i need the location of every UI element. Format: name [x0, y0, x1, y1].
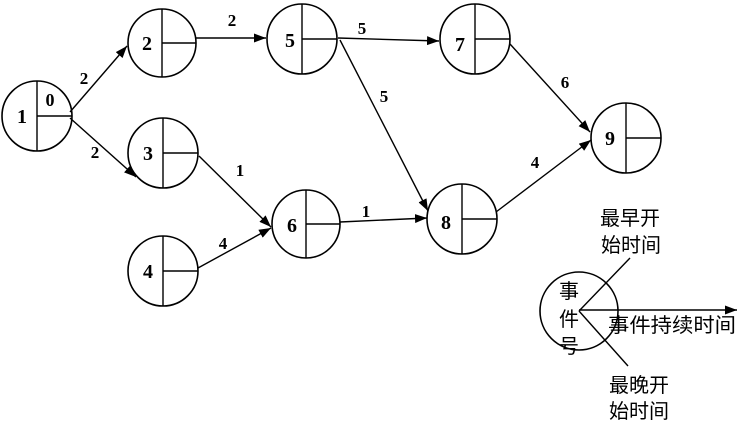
node-3: 3 [127, 117, 199, 189]
edge-arrow [509, 43, 591, 133]
nodes-layer: 1 0 2 3 4 5 [1, 3, 662, 307]
node-id: 6 [287, 215, 297, 237]
edge-arrow [339, 214, 428, 224]
node-5: 5 [266, 3, 338, 75]
node-1: 1 0 [1, 80, 73, 152]
legend-latest-start-line: 始时间 [609, 399, 669, 423]
edge-8-to-9: 4 [495, 139, 592, 213]
edges-layer: 2 2 2 1 4 5 5 1 6 4 [69, 11, 592, 269]
legend-duration-label: 事件持续时间 [608, 313, 736, 337]
edge-3-to-6: 1 [198, 155, 272, 228]
legend: 事 件 号 最早开 始时间 事件持续时间 最晚开 始时间 [539, 206, 737, 423]
node-id: 8 [441, 212, 451, 234]
edge-arrow [337, 36, 440, 46]
edge-arrow [495, 139, 592, 213]
edge-7-to-9: 6 [509, 43, 591, 133]
node-id: 2 [142, 33, 152, 55]
edge-arrow [339, 39, 429, 212]
node-id: 4 [143, 261, 153, 283]
node-6: 6 [271, 189, 341, 259]
edge-6-to-8: 1 [339, 202, 428, 224]
node-2: 2 [127, 8, 197, 78]
node-id: 5 [285, 30, 295, 52]
node-id: 9 [605, 128, 615, 150]
node-id: 3 [143, 143, 153, 165]
legend-latest-start-line: 最晚开 [609, 373, 669, 397]
edge-arrow [69, 117, 137, 178]
edge-duration-label: 1 [362, 202, 371, 221]
legend-earliest-start-line: 最早开 [600, 206, 660, 230]
legend-event-number-char: 事 [559, 279, 579, 303]
edge-arrow [69, 45, 128, 113]
edge-arrow [197, 227, 272, 269]
legend-earliest-start-pointer [578, 257, 631, 312]
legend-event-number-char: 号 [559, 334, 579, 358]
edge-duration-label: 2 [228, 11, 237, 30]
legend-circle [539, 271, 619, 351]
legend-earliest-start-line: 始时间 [601, 233, 661, 257]
legend-event-number-char: 件 [559, 307, 579, 331]
edge-duration-label: 5 [380, 87, 389, 106]
node-earliest-start: 0 [46, 90, 55, 110]
edge-duration-label: 2 [91, 143, 100, 162]
node-id: 1 [17, 106, 27, 128]
edge-duration-label: 6 [561, 73, 570, 92]
edge-arrow [198, 155, 272, 228]
edge-1-to-2: 2 [69, 45, 128, 113]
edge-duration-label: 1 [236, 161, 245, 180]
edge-4-to-6: 4 [197, 227, 272, 269]
edge-duration-label: 4 [531, 153, 540, 172]
edge-2-to-5: 2 [196, 11, 266, 43]
legend-latest-start-pointer [578, 310, 629, 367]
node-7: 7 [439, 3, 511, 75]
edge-duration-label: 4 [219, 234, 228, 253]
node-8: 8 [426, 183, 498, 255]
edge-1-to-3: 2 [69, 117, 137, 178]
edge-duration-label: 2 [80, 69, 89, 88]
edge-5-to-8: 5 [339, 39, 429, 212]
node-id: 7 [455, 34, 465, 56]
edge-duration-label: 5 [358, 19, 367, 38]
edge-5-to-7: 5 [337, 19, 440, 46]
node-4: 4 [127, 235, 199, 307]
node-9: 9 [590, 102, 662, 174]
